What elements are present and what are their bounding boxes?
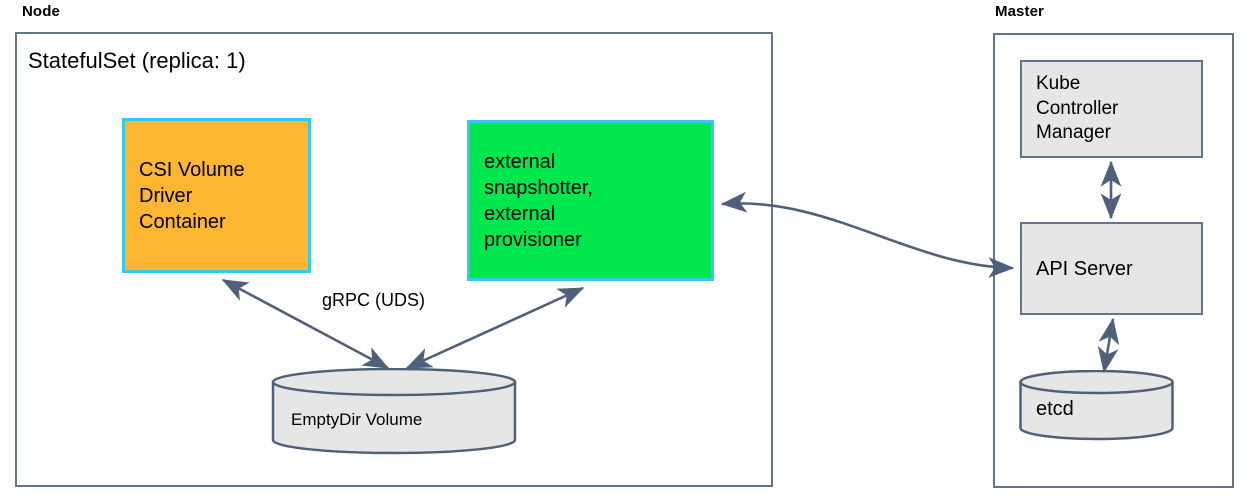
emptydir-volume-cylinder[interactable]: [270, 367, 518, 456]
statefulset-title: StatefulSet (replica: 1): [28, 48, 246, 73]
csi-volume-driver-container[interactable]: CSI Volume Driver Container: [122, 118, 311, 273]
node-group-label: Node: [22, 3, 60, 20]
api-server-box[interactable]: API Server: [1020, 222, 1203, 315]
etcd-label: etcd: [1036, 398, 1074, 420]
external-sidecars-box[interactable]: external snapshotter, external provision…: [467, 120, 714, 281]
etcd-cylinder[interactable]: [1018, 369, 1175, 442]
emptydir-volume-shape: [271, 367, 517, 455]
grpc-uds-edge-label: gRPC (UDS): [322, 290, 426, 310]
master-group-label: Master: [995, 3, 1044, 20]
etcd-shape: [1019, 369, 1174, 441]
kube-controller-manager-box[interactable]: Kube Controller Manager: [1020, 60, 1203, 158]
emptydir-volume-label: EmptyDir Volume: [291, 410, 423, 429]
